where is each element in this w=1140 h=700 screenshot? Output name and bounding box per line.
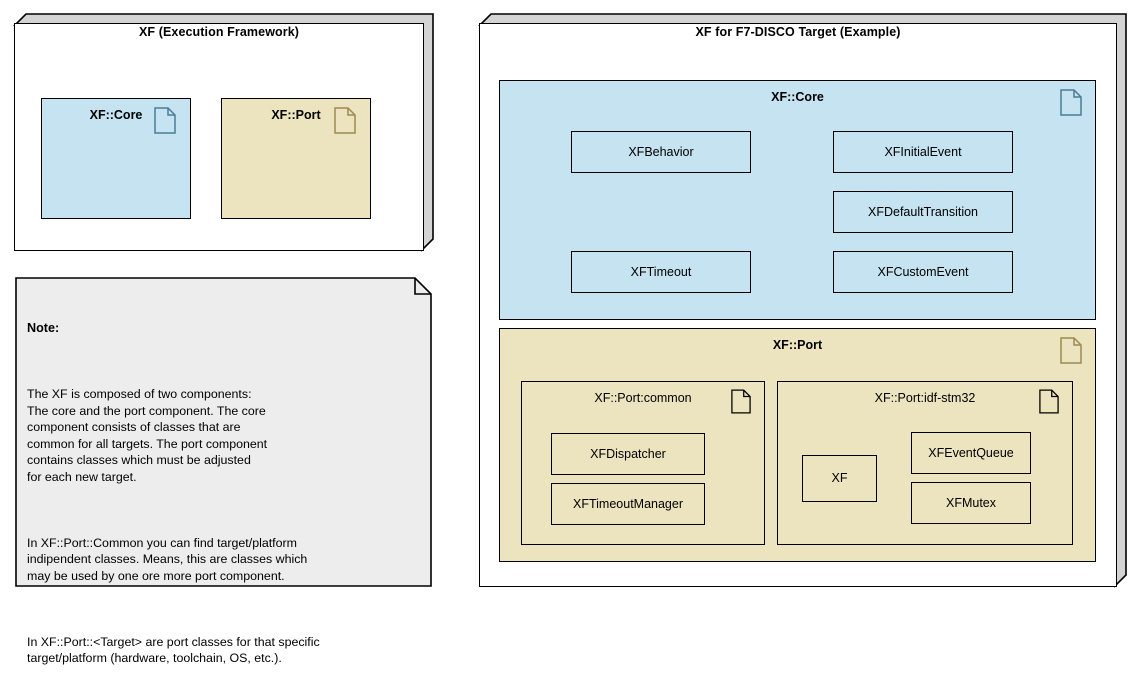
document-icon bbox=[154, 107, 176, 134]
class-label: XF bbox=[831, 471, 848, 486]
component-xf-core[interactable]: XF::Core XFBehavior XFInitialEvent XFDef… bbox=[499, 80, 1096, 320]
class-label: XFTimeoutManager bbox=[573, 496, 683, 511]
page-title: XF (Execution Framework) bbox=[138, 25, 300, 39]
class-box[interactable]: XFEventQueue bbox=[911, 432, 1031, 474]
note-heading: Note: bbox=[27, 321, 60, 336]
class-label: XFTimeout bbox=[630, 264, 692, 279]
note-box: Note: The XF is composed of two componen… bbox=[15, 277, 432, 665]
note-paragraph: In XF::Port::Common you can find target/… bbox=[27, 535, 308, 583]
component-label: XF::Port:common bbox=[594, 391, 692, 405]
document-icon bbox=[334, 107, 356, 134]
class-label: XFEventQueue bbox=[928, 445, 1014, 460]
component-label: XF::Port bbox=[271, 108, 321, 122]
class-box[interactable]: XFInitialEvent bbox=[833, 131, 1013, 173]
note-shape bbox=[15, 277, 432, 587]
document-icon bbox=[731, 389, 751, 414]
class-box[interactable]: XF bbox=[802, 455, 877, 502]
component-label: XF::Port bbox=[772, 338, 823, 352]
component-label: XF::Core bbox=[89, 108, 143, 122]
component-xf-port-common[interactable]: XF::Port:common XFDispatcher XFTimeoutMa… bbox=[521, 381, 765, 545]
class-label: XFDefaultTransition bbox=[868, 204, 978, 219]
xf-framework-package: XF (Execution Framework) XF::Core XF::Po… bbox=[13, 13, 434, 252]
class-box[interactable]: XFTimeoutManager bbox=[551, 483, 705, 525]
document-icon bbox=[1060, 337, 1082, 364]
class-box[interactable]: XFMutex bbox=[911, 482, 1031, 524]
note-text: Note: The XF is composed of two componen… bbox=[27, 287, 418, 665]
class-label: XFDispatcher bbox=[590, 446, 666, 461]
note-paragraph: The XF is composed of two components: Th… bbox=[27, 386, 268, 484]
component-label: XF::Port:idf-stm32 bbox=[874, 391, 976, 405]
document-icon bbox=[1060, 89, 1082, 116]
note-paragraph: In XF::Port::<Target> are port classes f… bbox=[27, 634, 320, 666]
class-label: XFMutex bbox=[945, 495, 996, 510]
xf-target-package: XF for F7-DISCO Target (Example) XF::Cor… bbox=[478, 13, 1127, 588]
class-box[interactable]: XFDispatcher bbox=[551, 433, 705, 475]
page-title: XF for F7-DISCO Target (Example) bbox=[695, 25, 901, 39]
component-xf-port[interactable]: XF::Port XF::Port:common XFDispatcher XF… bbox=[499, 328, 1096, 562]
class-label: XFInitialEvent bbox=[884, 144, 962, 159]
class-box[interactable]: XFDefaultTransition bbox=[833, 191, 1013, 233]
component-xf-core[interactable]: XF::Core bbox=[41, 98, 191, 219]
class-box[interactable]: XFBehavior bbox=[571, 131, 751, 173]
document-icon bbox=[1039, 389, 1059, 414]
class-box[interactable]: XFTimeout bbox=[571, 251, 751, 293]
component-xf-port-idf-stm32[interactable]: XF::Port:idf-stm32 XF XFEventQueue XFMut… bbox=[777, 381, 1073, 545]
class-label: XFBehavior bbox=[628, 144, 694, 159]
class-box[interactable]: XFCustomEvent bbox=[833, 251, 1013, 293]
class-label: XFCustomEvent bbox=[877, 264, 969, 279]
component-xf-port[interactable]: XF::Port bbox=[221, 98, 371, 219]
component-label: XF::Core bbox=[771, 90, 824, 104]
